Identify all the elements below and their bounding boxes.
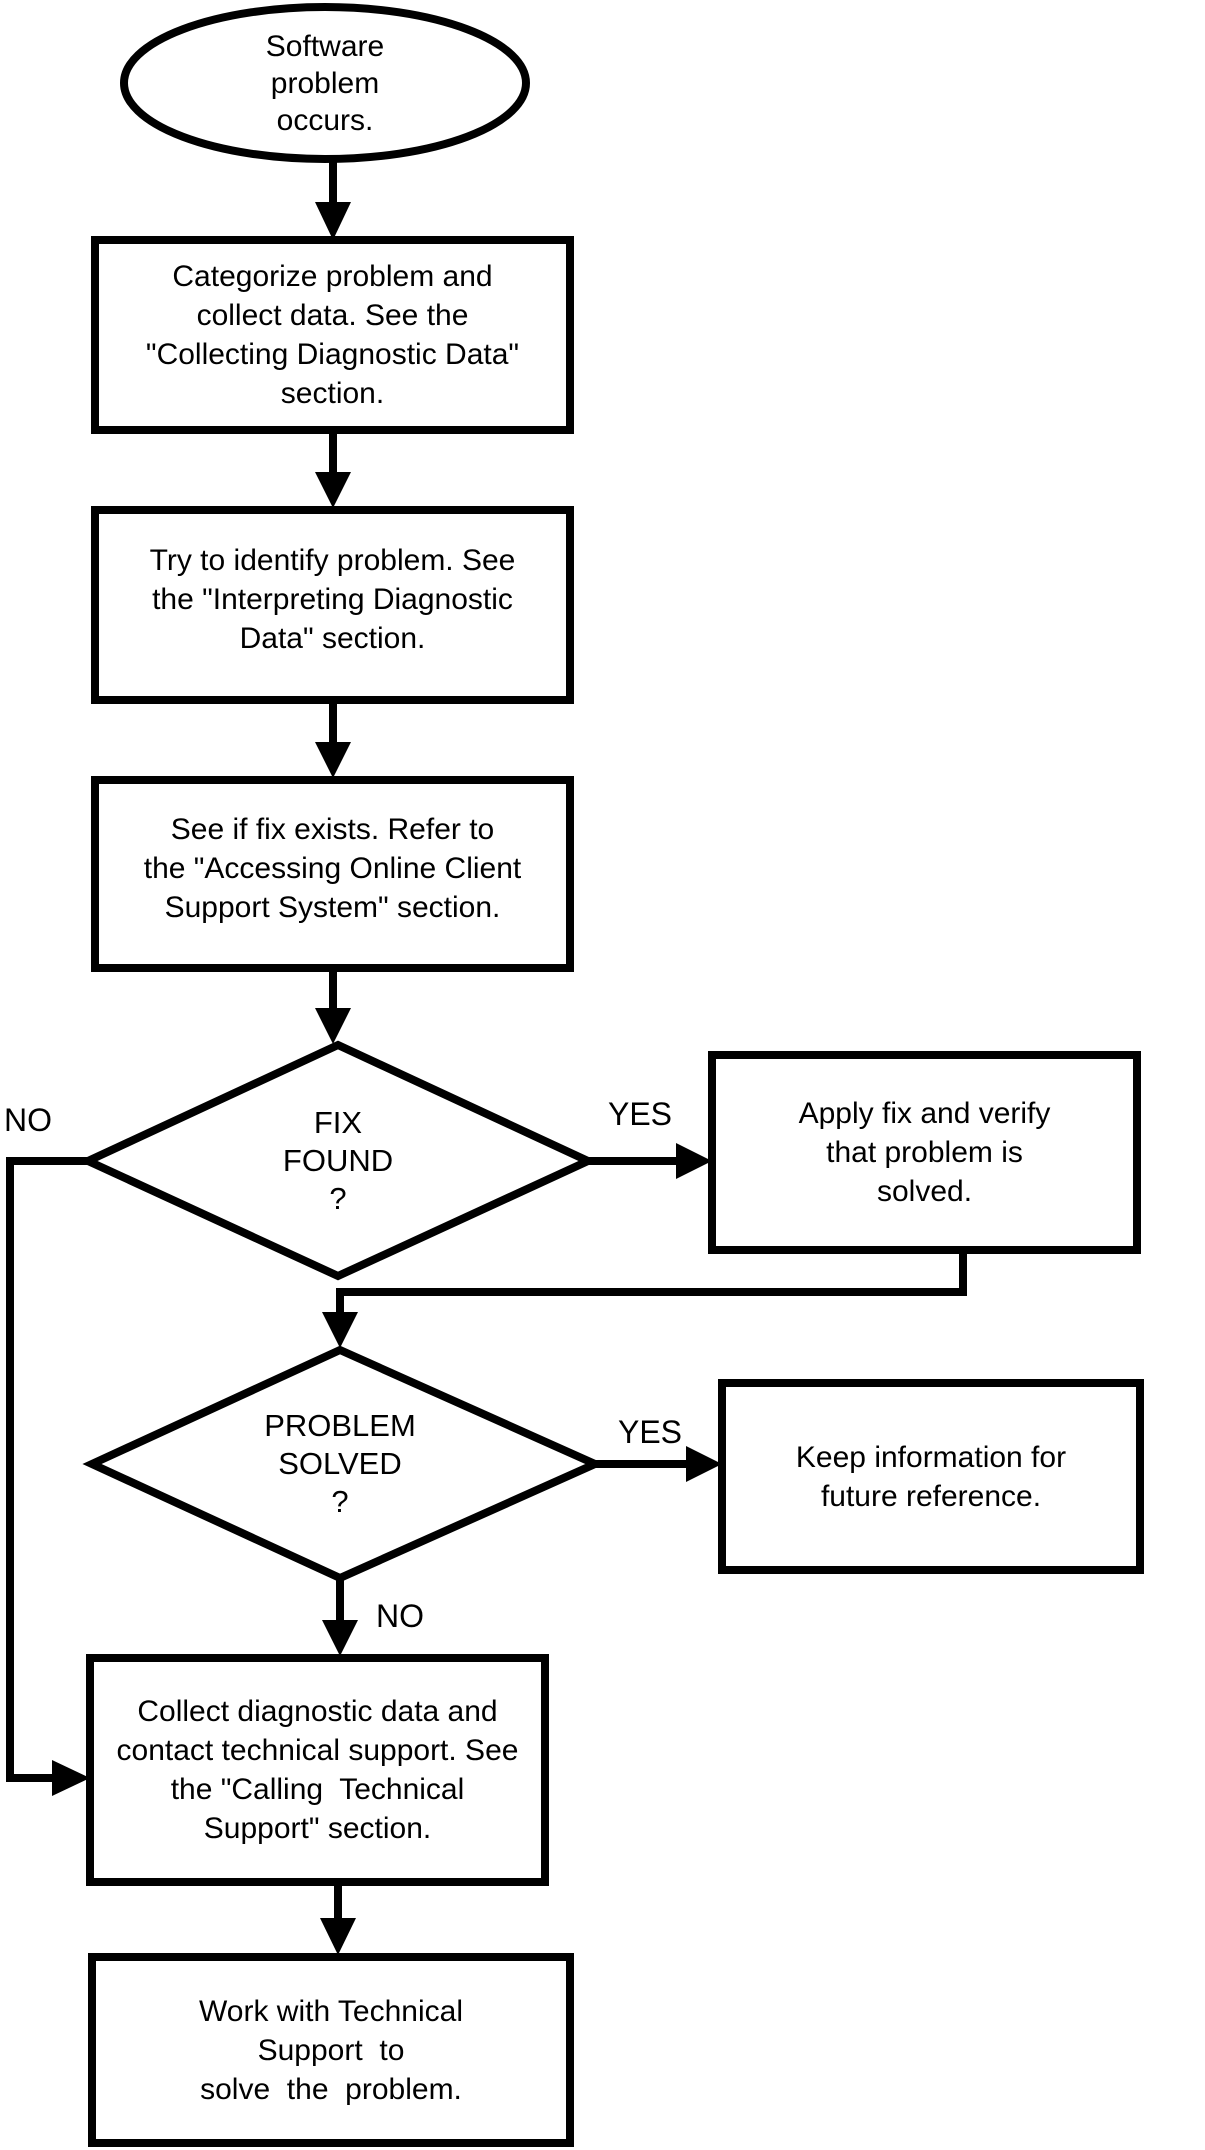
keep-information-label: Keep information for future reference. xyxy=(795,1440,1067,1513)
keep-information-box-shape xyxy=(718,1379,1144,1574)
apply-fix-label: Apply fix and verify that problem is sol… xyxy=(798,1097,1051,1208)
start-label: Software problem occurs. xyxy=(265,29,385,137)
fix-found-diamond-shape xyxy=(78,1040,598,1281)
categorize-label: Categorize problem and collect data. See… xyxy=(145,260,520,410)
start-ellipse-shape xyxy=(120,3,530,163)
problem-solved-label: PROBLEM SOLVED ? xyxy=(264,1408,416,1519)
connector-fixfound-no-loop xyxy=(6,1157,88,1782)
arrowhead-into-fixfound xyxy=(315,1008,351,1044)
problem-solved-yes-edge-label: YES xyxy=(617,1414,683,1450)
arrowhead-into-seefix xyxy=(315,742,351,778)
problem-solved-no-edge-label: NO xyxy=(376,1598,424,1634)
arrowhead-into-work xyxy=(320,1918,356,1955)
arrowhead-into-problemsolved xyxy=(322,1312,358,1348)
arrowhead-into-collect-from-no xyxy=(322,1620,358,1656)
arrowhead-into-categorize xyxy=(315,202,351,240)
apply-fix-box-shape xyxy=(708,1051,1141,1254)
connector-applyfix-problemsolved xyxy=(336,1250,967,1318)
collect-diagnostic-label: Collect diagnostic data and contact tech… xyxy=(116,1695,519,1845)
work-with-support-box-shape xyxy=(88,1953,574,2147)
arrowhead-into-keepinfo xyxy=(686,1446,722,1482)
arrowhead-into-identify xyxy=(315,472,351,508)
collect-diagnostic-box-shape xyxy=(86,1654,549,1886)
work-with-support-label: Work with Technical Support to solve the… xyxy=(199,1994,463,2106)
see-if-fix-exists-label: See if fix exists. Refer to the "Accessi… xyxy=(143,812,522,924)
fix-found-label: FIX FOUND ? xyxy=(282,1105,394,1216)
arrowhead-into-collect-from-loop xyxy=(52,1760,90,1796)
identify-label: Try to identify problem. See the "Interp… xyxy=(149,543,516,655)
fix-found-yes-edge-label: YES xyxy=(607,1096,673,1132)
fix-found-no-edge-label: NO xyxy=(4,1102,52,1138)
arrowhead-into-applyfix xyxy=(676,1143,712,1179)
